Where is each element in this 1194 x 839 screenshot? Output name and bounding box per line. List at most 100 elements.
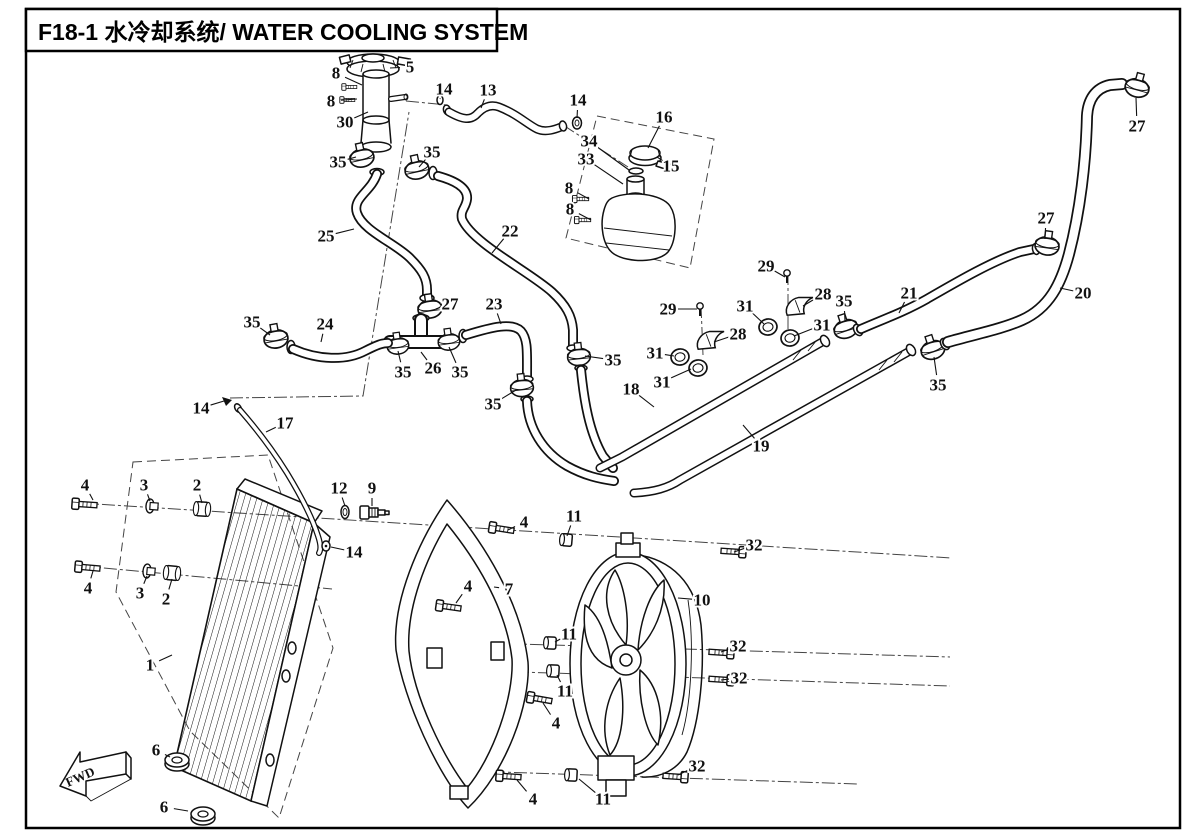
callout-leader-4 <box>516 779 527 792</box>
part-number-4: 4 <box>520 513 529 532</box>
callout-leader-4 <box>455 593 463 604</box>
fan-blades <box>583 569 665 756</box>
part-number-29: 29 <box>660 300 677 319</box>
callout-leader-2 <box>199 494 203 504</box>
part-number-9: 9 <box>368 479 377 498</box>
part-number-2: 2 <box>193 476 202 495</box>
part-number-27: 27 <box>442 295 460 314</box>
callout-leader-31 <box>751 312 765 325</box>
callout-leader-22 <box>491 238 505 254</box>
part-number-8: 8 <box>565 179 574 198</box>
part-number-4: 4 <box>529 790 538 809</box>
callout-leader-24 <box>320 333 324 343</box>
callout-leader-35 <box>347 156 357 160</box>
callout-leader-31 <box>670 368 692 379</box>
callout-leader-3 <box>146 494 151 502</box>
callout-leader-7 <box>493 586 500 589</box>
part-number-2: 2 <box>162 590 171 609</box>
callout-leader-11 <box>566 525 572 537</box>
part-number-31: 31 <box>814 316 831 335</box>
part-number-29: 29 <box>758 257 775 276</box>
part-number-7: 7 <box>505 580 514 599</box>
radiator-dashed-outline <box>115 454 334 819</box>
callout-leader-11 <box>578 778 596 794</box>
part-number-32: 32 <box>730 637 747 656</box>
part-number-14: 14 <box>570 91 588 110</box>
part-number-32: 32 <box>731 669 748 688</box>
part-number-22: 22 <box>502 222 519 241</box>
callout-leader-28 <box>713 336 729 343</box>
part-number-3: 3 <box>140 476 149 495</box>
part-number-16: 16 <box>656 108 673 127</box>
nut-11-drawing <box>563 767 579 783</box>
pipes-and-hoses-right <box>595 69 1154 498</box>
bushing-2-drawing <box>162 564 182 582</box>
reservoir-assembly <box>571 145 676 262</box>
part-number-4: 4 <box>84 579 93 598</box>
callout-leader-6 <box>164 753 171 758</box>
part-number-14: 14 <box>436 80 454 99</box>
part-number-18: 18 <box>623 380 640 399</box>
part-number-35: 35 <box>605 351 622 370</box>
callout-leader-14 <box>210 400 225 406</box>
clip-14-drawing <box>436 94 444 106</box>
callout-leader-15 <box>656 156 663 162</box>
filler-neck-assembly <box>260 53 619 486</box>
part-number-35: 35 <box>424 143 441 162</box>
callout-leader-33 <box>593 164 624 185</box>
part-number-14: 14 <box>346 543 364 562</box>
callout-leader-32 <box>677 769 689 776</box>
callout-leader-18 <box>638 394 655 408</box>
shroud-outer <box>394 499 529 809</box>
callout-leader-35 <box>418 159 426 168</box>
callout-leader-35 <box>448 346 457 364</box>
part-number-34: 34 <box>581 132 599 151</box>
callout-leader-27 <box>1044 227 1047 240</box>
part-number-33: 33 <box>578 150 595 169</box>
callout-leader-34 <box>596 146 630 171</box>
cooling-fan-assembly <box>569 532 748 797</box>
callout-leader-8 <box>578 213 592 221</box>
part-number-6: 6 <box>152 741 161 760</box>
callout-leader-26 <box>420 351 428 361</box>
callout-leader-8 <box>577 192 590 200</box>
fitting-9-drawing <box>359 505 390 520</box>
callout-leader-35 <box>397 350 402 363</box>
part-number-8: 8 <box>566 200 575 219</box>
callout-leader-4 <box>89 493 94 501</box>
part-number-1: 1 <box>146 656 155 675</box>
callout-leader-35 <box>501 389 517 400</box>
part-number-31: 31 <box>654 373 671 392</box>
part-number-27: 27 <box>1129 117 1147 136</box>
part-number-14: 14 <box>193 399 211 418</box>
callout-leader-11 <box>554 638 561 643</box>
part-number-24: 24 <box>317 315 335 334</box>
part-number-21: 21 <box>901 284 918 303</box>
part-number-31: 31 <box>647 344 664 363</box>
part-number-28: 28 <box>730 325 747 344</box>
callout-leader-14 <box>330 546 345 551</box>
reservoir-tank-drawing <box>601 193 676 262</box>
filler-neck-drawing <box>339 69 409 153</box>
callout-leader-31 <box>793 328 813 337</box>
part-number-35: 35 <box>836 292 853 311</box>
callout-leader-35 <box>933 356 938 376</box>
callout-leader-20 <box>1059 287 1074 292</box>
callout-leader-35 <box>584 355 604 360</box>
part-number-31: 31 <box>737 297 754 316</box>
part-number-11: 11 <box>557 682 573 701</box>
radiator-assembly <box>70 397 390 826</box>
callout-leader-29 <box>774 270 786 278</box>
part-number-4: 4 <box>552 714 561 733</box>
callout-leader-17 <box>265 426 277 433</box>
callout-leader-3 <box>143 575 148 584</box>
part-number-26: 26 <box>425 359 442 378</box>
part-number-15: 15 <box>663 157 680 176</box>
part-number-25: 25 <box>318 227 335 246</box>
callout-leader-8 <box>340 98 358 101</box>
part-number-12: 12 <box>331 479 348 498</box>
callout-leader-10 <box>677 597 693 600</box>
part-number-11: 11 <box>561 625 577 644</box>
